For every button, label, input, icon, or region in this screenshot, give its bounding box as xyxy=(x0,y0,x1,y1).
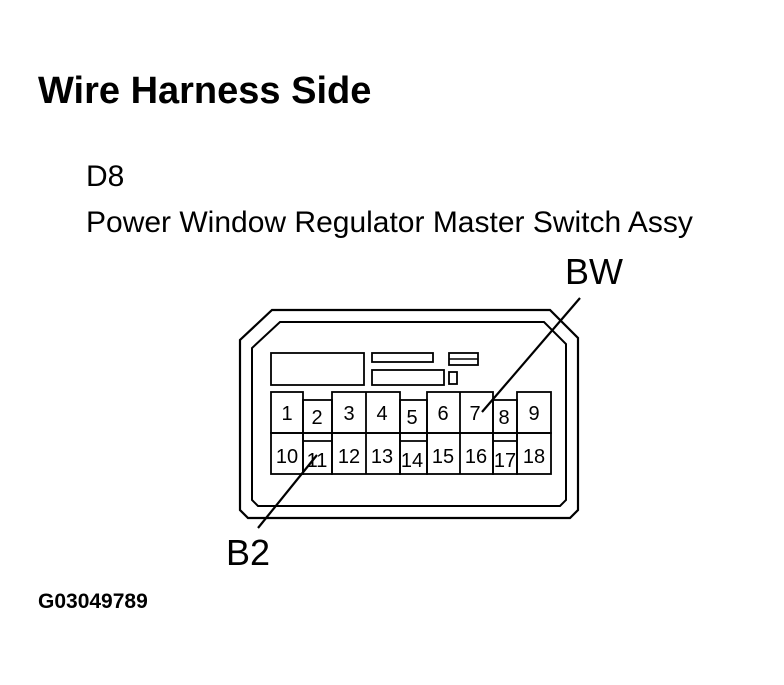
latch-rect-large xyxy=(270,352,365,386)
cavity-18 xyxy=(516,432,552,475)
terminal-17: 17 xyxy=(494,450,516,472)
terminal-6: 6 xyxy=(437,403,448,425)
terminal-9: 9 xyxy=(528,403,539,425)
leader-line-bw xyxy=(481,297,581,413)
terminal-12: 12 xyxy=(338,446,360,468)
figure-id: G03049789 xyxy=(38,590,148,613)
terminal-1: 1 xyxy=(281,403,292,425)
terminal-2: 2 xyxy=(311,407,322,429)
terminal-7: 7 xyxy=(469,403,480,425)
terminal-13: 13 xyxy=(371,446,393,468)
terminal-labels: 1 2 3 4 5 6 7 8 9 10 11 12 13 14 15 16 1… xyxy=(276,403,545,472)
terminal-3: 3 xyxy=(343,403,354,425)
connector-name: Power Window Regulator Master Switch Ass… xyxy=(86,206,693,239)
terminal-10: 10 xyxy=(276,446,298,468)
terminal-15: 15 xyxy=(432,446,454,468)
terminal-5: 5 xyxy=(406,407,417,429)
terminal-18: 18 xyxy=(523,446,545,468)
latch-small-lower xyxy=(448,371,458,385)
latch-slot-upper xyxy=(371,352,434,363)
terminal-grid xyxy=(270,391,552,475)
terminal-4: 4 xyxy=(376,403,387,425)
connector-outline-inner xyxy=(251,321,567,507)
leader-line-b2 xyxy=(257,454,318,529)
connector-code: D8 xyxy=(86,160,125,193)
connector-outline-outer xyxy=(238,308,580,520)
terminal-16: 16 xyxy=(465,446,487,468)
callout-b2: B2 xyxy=(226,532,270,573)
callout-bw: BW xyxy=(565,251,623,292)
latch-slot-lower xyxy=(371,369,445,386)
terminal-8: 8 xyxy=(498,407,509,429)
terminal-14: 14 xyxy=(401,450,423,472)
terminal-11: 11 xyxy=(307,450,328,472)
diagram-title: Wire Harness Side xyxy=(38,70,372,112)
